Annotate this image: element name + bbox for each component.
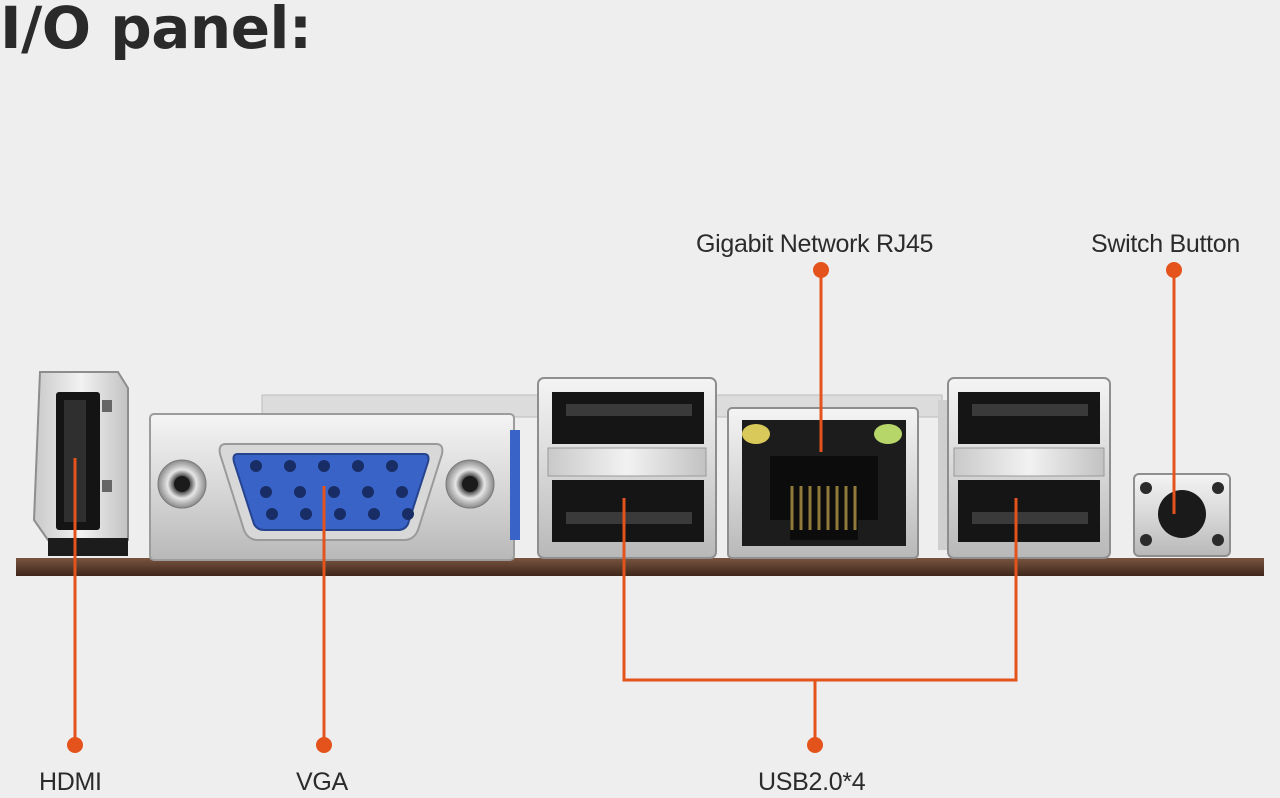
rj45-port <box>727 407 919 559</box>
switch-button <box>1133 473 1231 557</box>
switch-button-label: Switch Button <box>1091 230 1240 258</box>
rj45-dot <box>813 262 829 278</box>
vga-pin <box>266 508 278 520</box>
rj45-label: Gigabit Network RJ45 <box>696 230 934 258</box>
vga-pin <box>396 486 408 498</box>
page-title: I/O panel: <box>0 0 312 62</box>
vga-pin <box>250 460 262 472</box>
vga-pin <box>334 508 346 520</box>
callout-dots <box>67 262 1182 753</box>
vga-pin <box>260 486 272 498</box>
vga-dot <box>316 737 332 753</box>
hdmi-dot <box>67 737 83 753</box>
vga-pin <box>386 460 398 472</box>
callout-lines <box>73 270 1176 744</box>
vga-pin <box>368 508 380 520</box>
vga-pin <box>284 460 296 472</box>
vga-pin <box>328 486 340 498</box>
usb-port-stack-right <box>938 377 1111 559</box>
switch-dot <box>1166 262 1182 278</box>
motherboard-pcb <box>16 558 1264 576</box>
usb-label: USB2.0*4 <box>758 768 866 796</box>
usb-port-stack-left <box>537 377 717 559</box>
vga-pin <box>318 460 330 472</box>
vga-port <box>149 413 520 561</box>
vga-pin <box>402 508 414 520</box>
vga-pin <box>352 460 364 472</box>
vga-pin <box>362 486 374 498</box>
hdmi-port <box>32 371 129 556</box>
vga-pin <box>294 486 306 498</box>
vga-pin <box>300 508 312 520</box>
vga-label: VGA <box>296 768 348 796</box>
usb-dot <box>807 737 823 753</box>
hdmi-label: HDMI <box>39 768 102 796</box>
usb-leader <box>622 498 1018 682</box>
